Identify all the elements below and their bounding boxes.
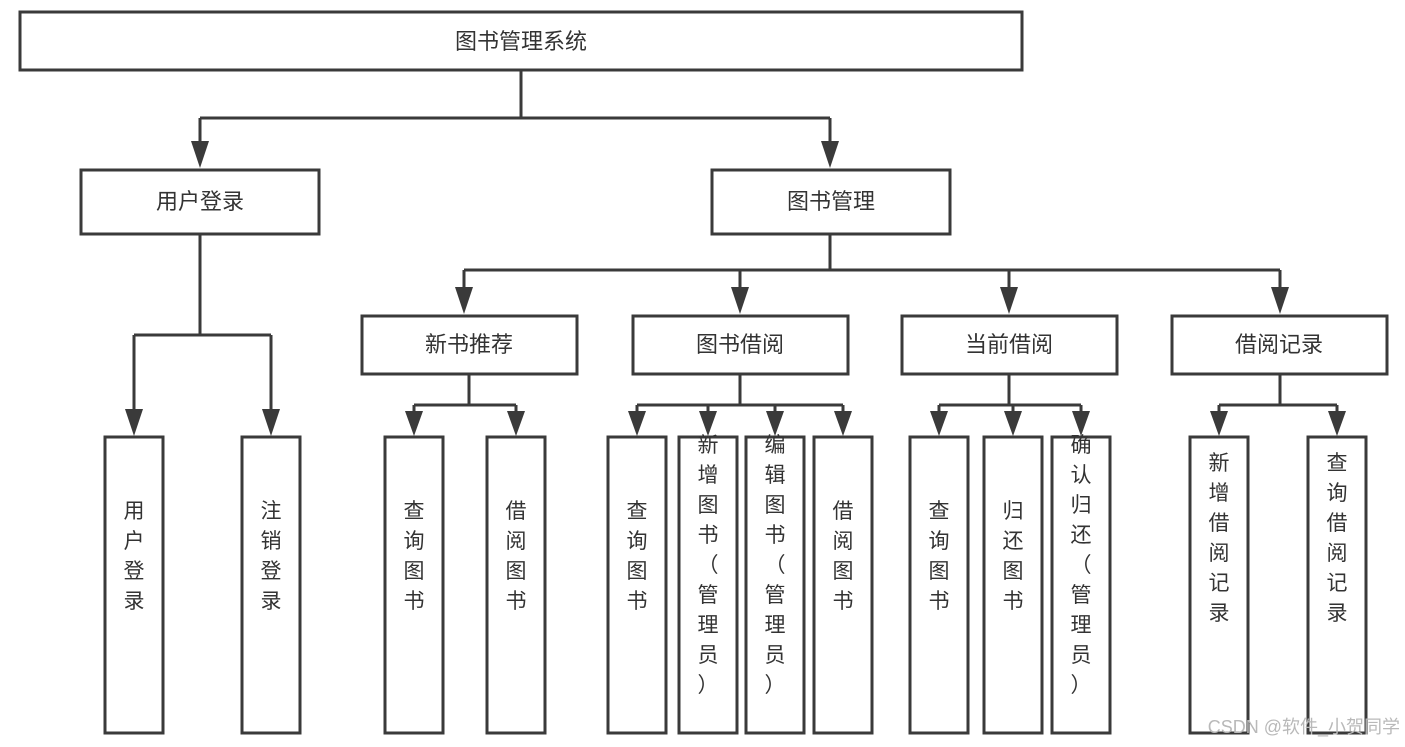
node-leaf-query-book-current-label: 查询图书: [929, 500, 950, 613]
arrow-head-leaf-query-borrow-record: [1328, 411, 1346, 436]
arrow-head-user-login: [191, 141, 209, 168]
connector-group-current-borrow: [930, 374, 1090, 436]
arrow-head-new-book-recommend: [455, 287, 473, 314]
connector-group-book-borrow: [628, 374, 852, 436]
node-leaf-borrow-book-borrow[interactable]: 借阅图书: [812, 435, 874, 735]
node-leaf-logout-login-box[interactable]: [240, 435, 302, 735]
node-leaf-edit-book-admin-label: 编辑图书（管理员）: [765, 434, 786, 697]
node-leaf-logout-login-label: 注销登录: [261, 500, 282, 613]
node-leaf-add-borrow-record[interactable]: 新增借阅记录: [1188, 435, 1250, 735]
arrow-head-leaf-borrow-book-borrow: [834, 411, 852, 436]
arrow-head-borrow-record: [1271, 287, 1289, 314]
node-current-borrow[interactable]: 当前借阅: [900, 314, 1119, 376]
node-leaf-query-book-recommend-box[interactable]: [383, 435, 445, 735]
node-borrow-record[interactable]: 借阅记录: [1170, 314, 1389, 376]
node-leaf-return-book-label: 归还图书: [1003, 500, 1024, 613]
node-leaf-add-book-admin-box[interactable]: [677, 435, 739, 735]
node-leaf-query-book-current[interactable]: 查询图书: [908, 435, 970, 735]
node-leaf-add-book-admin[interactable]: 新增图书（管理员）: [677, 434, 739, 735]
node-leaf-query-borrow-record-label: 查询借阅记录: [1327, 452, 1348, 625]
node-leaf-confirm-return-admin[interactable]: 确认归还（管理员）: [1050, 434, 1112, 735]
node-current-borrow-box[interactable]: [900, 314, 1119, 376]
node-leaf-query-book-borrow-box[interactable]: [606, 435, 668, 735]
connector-group-new-book-recommend: [405, 374, 525, 436]
connector-group-book-manage: [455, 234, 1289, 314]
node-leaf-edit-book-admin-box[interactable]: [744, 435, 806, 735]
node-leaf-borrow-book-recommend-box[interactable]: [485, 435, 547, 735]
node-new-book-recommend-label: 新书推荐: [425, 332, 513, 357]
arrow-head-leaf-query-book-current: [930, 411, 948, 436]
arrow-head-book-manage: [821, 141, 839, 168]
node-leaf-borrow-book-recommend-label: 借阅图书: [506, 500, 527, 613]
node-user-login-box[interactable]: [79, 168, 321, 236]
arrow-head-leaf-return-book: [1004, 411, 1022, 436]
node-leaf-user-login-box[interactable]: [103, 435, 165, 735]
arrow-head-leaf-query-book-borrow: [628, 411, 646, 436]
arrow-head-leaf-user-login: [125, 409, 143, 436]
connector-group-root: [191, 70, 839, 168]
node-root-label: 图书管理系统: [455, 29, 587, 54]
node-leaf-query-book-current-box[interactable]: [908, 435, 970, 735]
arrow-head-current-borrow: [1000, 287, 1018, 314]
connector-group-borrow-record: [1210, 374, 1346, 436]
node-borrow-record-box[interactable]: [1170, 314, 1389, 376]
arrow-head-leaf-borrow-book-recommend: [507, 411, 525, 436]
node-current-borrow-label: 当前借阅: [965, 332, 1053, 357]
node-root[interactable]: 图书管理系统: [18, 10, 1024, 72]
node-borrow-record-label: 借阅记录: [1235, 332, 1323, 357]
node-book-manage-label: 图书管理: [787, 189, 875, 214]
node-leaf-user-login[interactable]: 用户登录: [103, 435, 165, 735]
connector-group-user-login: [125, 234, 280, 436]
csdn-watermark: CSDN @软件_小贺同学: [1208, 717, 1400, 738]
arrow-head-leaf-add-book-admin: [699, 411, 717, 436]
node-leaf-query-borrow-record-box[interactable]: [1306, 435, 1368, 735]
node-leaf-query-book-borrow-label: 查询图书: [627, 500, 648, 613]
node-new-book-recommend[interactable]: 新书推荐: [360, 314, 579, 376]
node-leaf-borrow-book-borrow-label: 借阅图书: [833, 500, 854, 613]
node-book-manage[interactable]: 图书管理: [710, 168, 952, 236]
node-leaf-add-borrow-record-label: 新增借阅记录: [1209, 452, 1230, 625]
node-leaf-query-book-recommend[interactable]: 查询图书: [383, 435, 445, 735]
arrow-head-leaf-logout-login: [262, 409, 280, 436]
node-leaf-user-login-label: 用户登录: [124, 500, 145, 613]
node-leaf-query-book-borrow[interactable]: 查询图书: [606, 435, 668, 735]
node-user-login[interactable]: 用户登录: [79, 168, 321, 236]
node-user-login-label: 用户登录: [156, 189, 244, 214]
arrow-head-leaf-add-borrow-record: [1210, 411, 1228, 436]
node-leaf-confirm-return-admin-box[interactable]: [1050, 435, 1112, 735]
node-leaf-add-book-admin-label: 新增图书（管理员）: [698, 434, 719, 697]
node-leaf-confirm-return-admin-label: 确认归还（管理员）: [1071, 434, 1092, 697]
node-root-box[interactable]: [18, 10, 1024, 72]
arrow-head-leaf-query-book-recommend: [405, 411, 423, 436]
node-leaf-query-book-recommend-label: 查询图书: [404, 500, 425, 613]
node-book-borrow[interactable]: 图书借阅: [631, 314, 850, 376]
node-new-book-recommend-box[interactable]: [360, 314, 579, 376]
node-leaf-query-borrow-record[interactable]: 查询借阅记录: [1306, 435, 1368, 735]
node-leaf-borrow-book-borrow-box[interactable]: [812, 435, 874, 735]
arrow-head-leaf-edit-book-admin: [766, 411, 784, 436]
node-leaf-logout-login[interactable]: 注销登录: [240, 435, 302, 735]
node-book-manage-box[interactable]: [710, 168, 952, 236]
node-leaf-edit-book-admin[interactable]: 编辑图书（管理员）: [744, 434, 806, 735]
node-book-borrow-box[interactable]: [631, 314, 850, 376]
arrow-head-book-borrow: [731, 287, 749, 314]
node-leaf-return-book[interactable]: 归还图书: [982, 435, 1044, 735]
node-book-borrow-label: 图书借阅: [696, 332, 784, 357]
node-leaf-borrow-book-recommend[interactable]: 借阅图书: [485, 435, 547, 735]
node-leaf-add-borrow-record-box[interactable]: [1188, 435, 1250, 735]
node-leaf-return-book-box[interactable]: [982, 435, 1044, 735]
arrow-head-leaf-confirm-return-admin: [1072, 411, 1090, 436]
